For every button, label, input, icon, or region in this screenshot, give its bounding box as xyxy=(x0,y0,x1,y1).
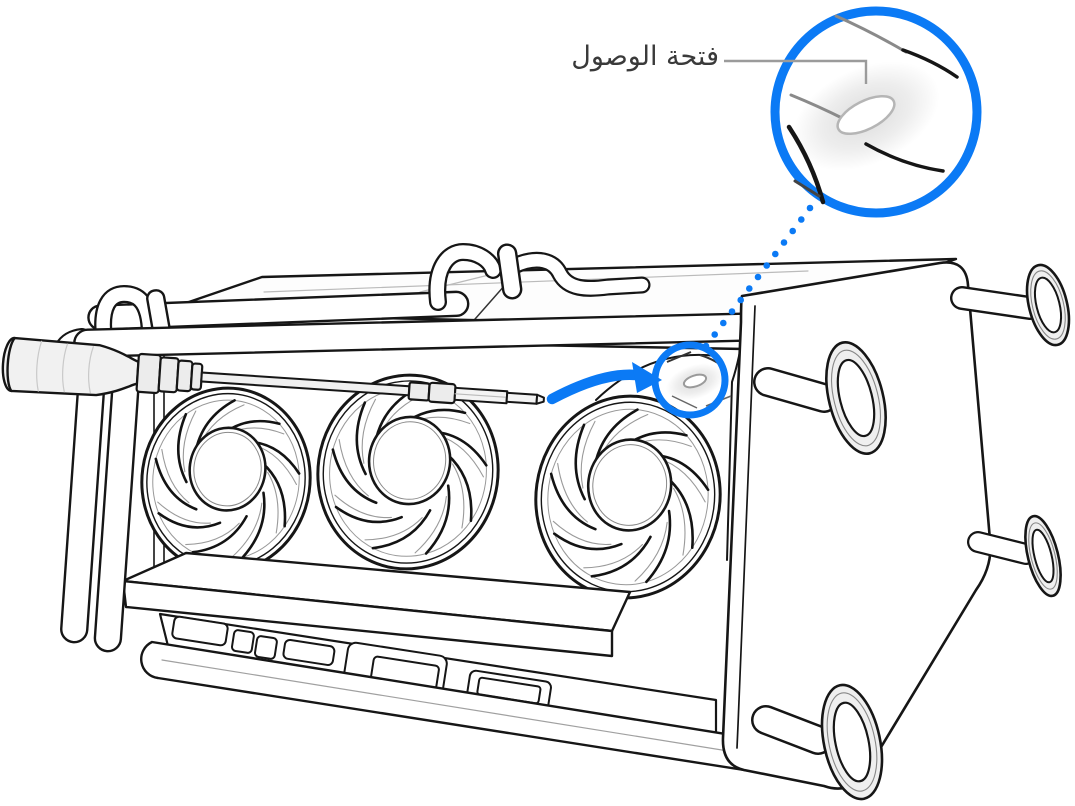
frame-rail-top-back xyxy=(87,290,470,331)
access-hole-detail xyxy=(786,14,959,205)
callout-line xyxy=(724,59,868,84)
foot-middle xyxy=(753,341,887,455)
dotted-connector xyxy=(702,204,814,350)
frame-rail-left xyxy=(60,331,143,653)
foot-bottom-right xyxy=(967,514,1062,598)
access-hole-label: فتحة الوصول xyxy=(571,41,719,72)
internal-shelf xyxy=(121,551,632,658)
fan-3 xyxy=(534,394,722,600)
screwdriver xyxy=(1,336,545,405)
fan-2 xyxy=(316,373,500,571)
frame-hook-center xyxy=(428,243,651,311)
access-hole xyxy=(682,373,708,389)
direction-arrow xyxy=(546,362,662,405)
mac-pro-device xyxy=(51,243,1071,801)
foot-top-right xyxy=(950,263,1071,347)
magnifier-circle xyxy=(770,6,982,218)
fan-1 xyxy=(140,386,312,574)
foot-bottom-middle xyxy=(751,683,884,801)
